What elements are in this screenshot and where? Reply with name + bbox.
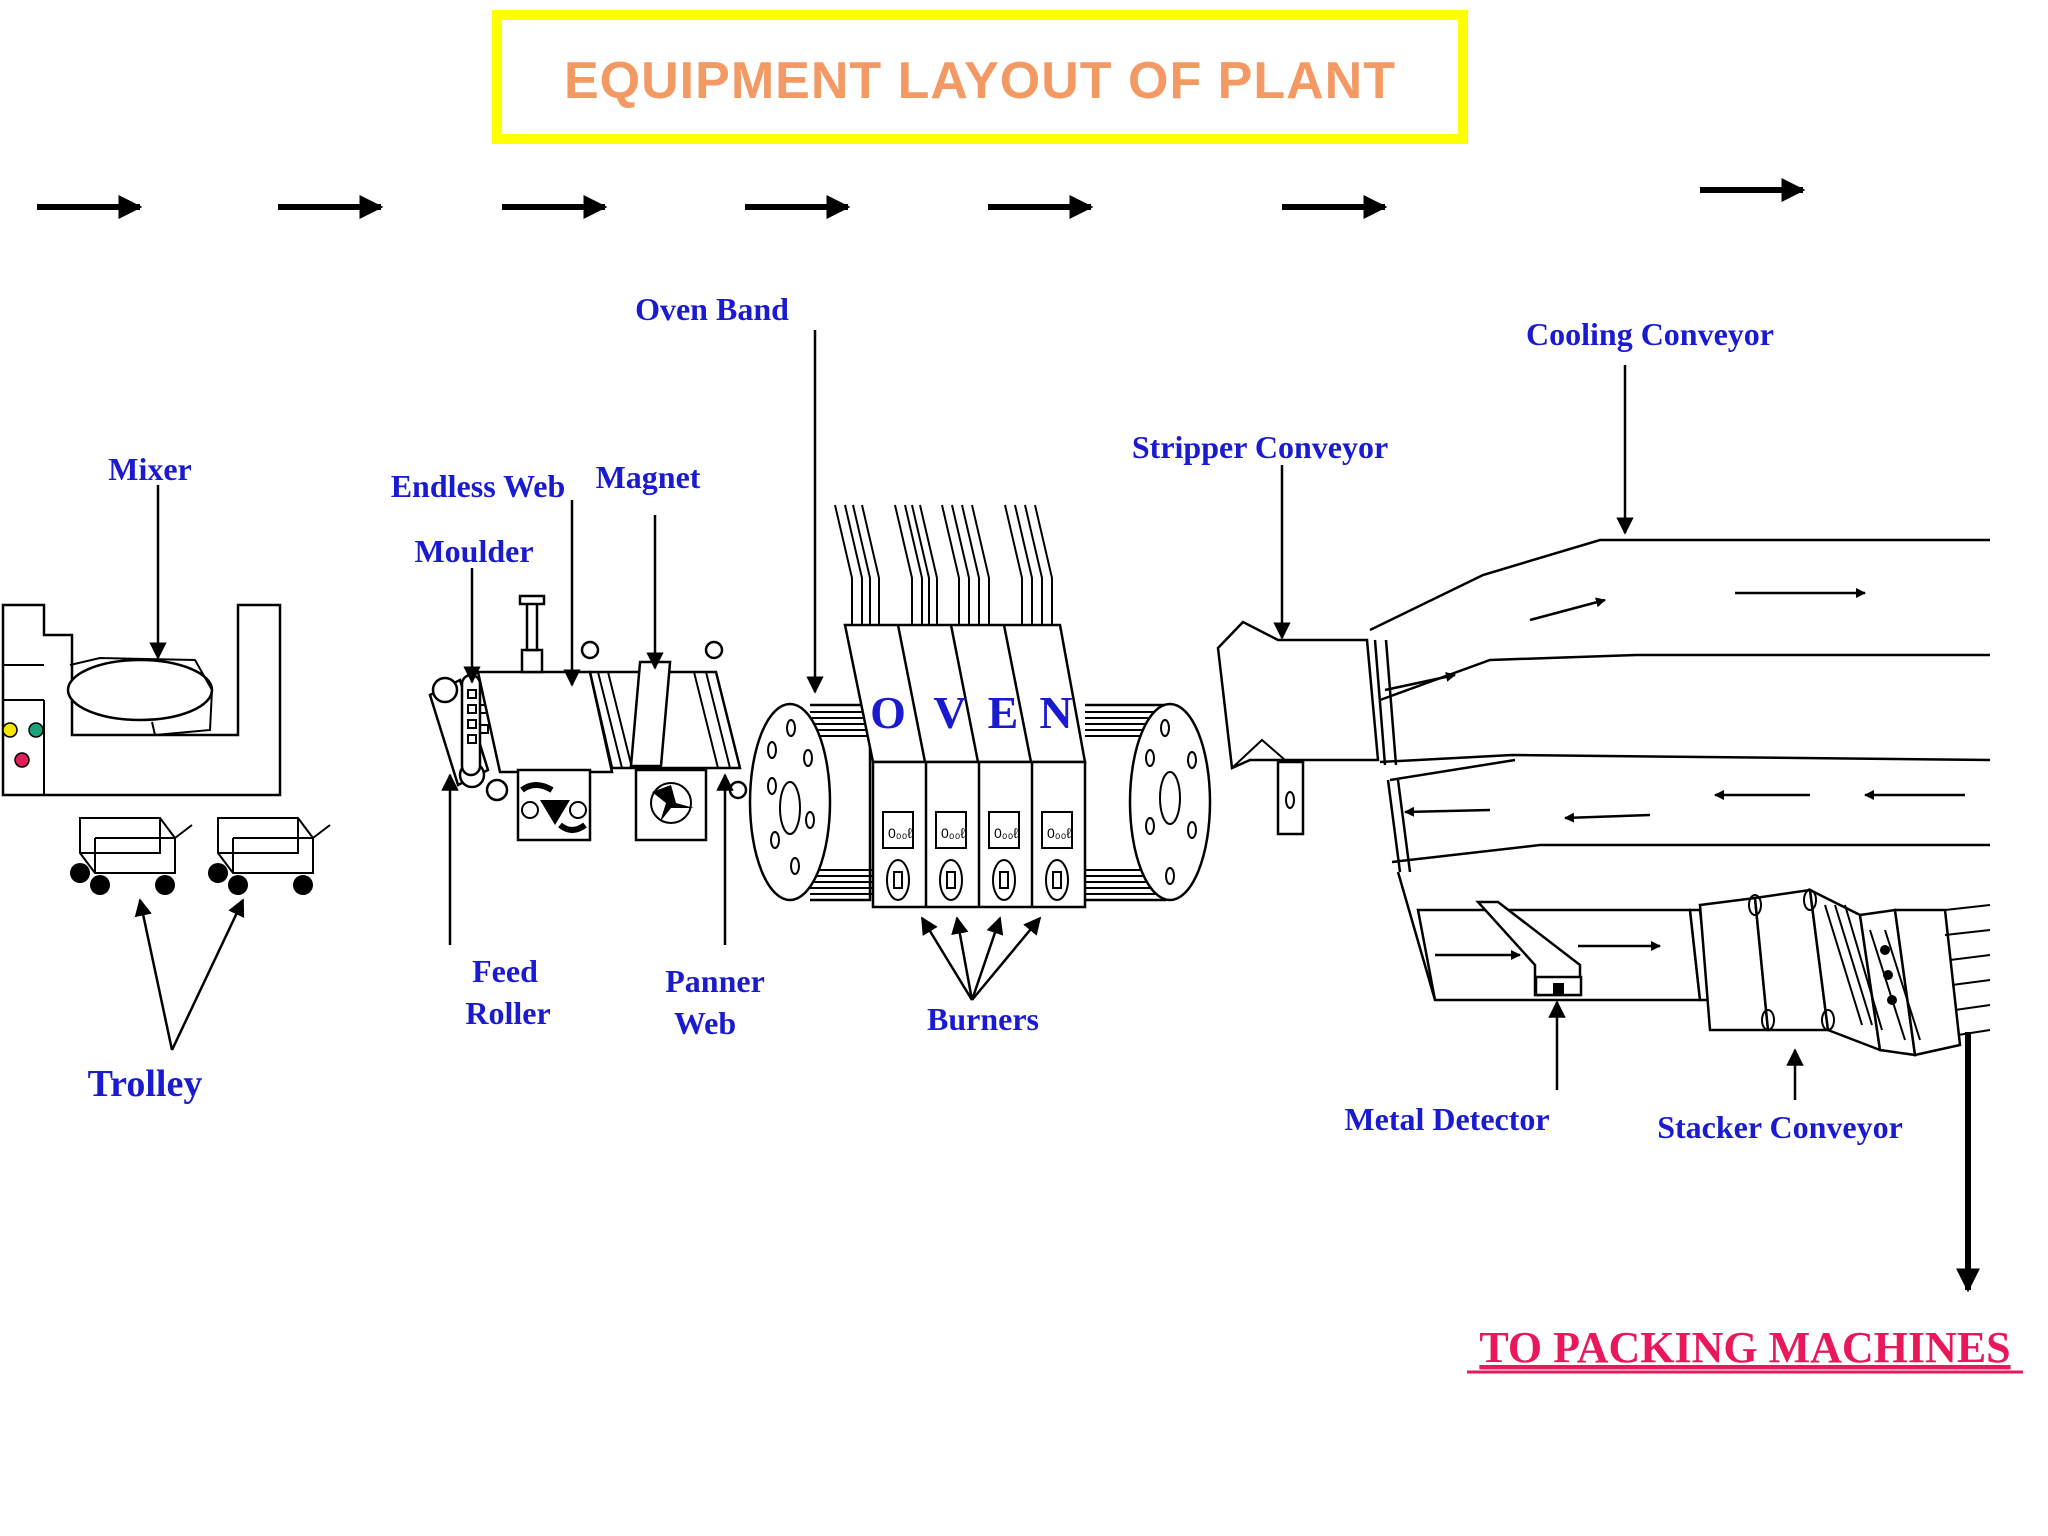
trolley-left (70, 817, 193, 895)
mixer-machine (1, 603, 282, 797)
oven-exhaust-pipes (834, 504, 1053, 625)
indicator-light-yellow (2, 722, 18, 738)
label-oven-band: Oven Band (635, 291, 789, 327)
label-endless-web: Endless Web (391, 468, 566, 504)
metal-detector (1396, 871, 1702, 1002)
label-roller: Roller (465, 995, 550, 1031)
label-stacker-conveyor: Stacker Conveyor (1657, 1109, 1903, 1145)
label-cooling-conveyor: Cooling Conveyor (1526, 316, 1774, 352)
label-to-packing-machines: TO PACKING MACHINES (1479, 1323, 2010, 1372)
moulder-machine (428, 594, 748, 842)
label-panner: Panner (665, 963, 765, 999)
burner-panels: 0₀₀ℓ 0₀₀ℓ 0₀₀ℓ 0₀₀ℓ (882, 811, 1073, 901)
oven-letter-e: E (988, 687, 1019, 738)
stripper-conveyor (1216, 620, 1380, 836)
page-title: EQUIPMENT LAYOUT OF PLANT (564, 52, 1396, 110)
oven-letter-o: O (870, 687, 906, 738)
label-web: Web (674, 1005, 736, 1041)
label-trolley: Trolley (88, 1063, 203, 1105)
label-mixer: Mixer (108, 451, 192, 487)
trolley-right (208, 817, 331, 895)
indicator-light-green (28, 722, 44, 738)
svg-text:0₀₀ℓ: 0₀₀ℓ (941, 825, 965, 841)
title-box: EQUIPMENT LAYOUT OF PLANT (492, 10, 1468, 144)
label-feed: Feed (472, 953, 538, 989)
oven-machine: 0₀₀ℓ 0₀₀ℓ 0₀₀ℓ 0₀₀ℓ O V E N (748, 504, 1212, 909)
label-moulder: Moulder (414, 533, 533, 569)
svg-text:0₀₀ℓ: 0₀₀ℓ (994, 825, 1018, 841)
cooling-conveyor (1369, 538, 1991, 873)
svg-text:0₀₀ℓ: 0₀₀ℓ (1047, 825, 1071, 841)
label-metal-detector: Metal Detector (1344, 1101, 1549, 1137)
svg-text:0₀₀ℓ: 0₀₀ℓ (888, 825, 912, 841)
oven-letter-n: N (1039, 687, 1072, 738)
label-burners: Burners (927, 1001, 1039, 1037)
stacker-conveyor (1688, 887, 1991, 1057)
process-flow-arrows (37, 178, 1806, 219)
label-stripper-conveyor: Stripper Conveyor (1132, 429, 1388, 465)
burners-pointer-arrows (920, 916, 1042, 1001)
label-magnet: Magnet (596, 459, 701, 495)
indicator-light-red (14, 752, 30, 768)
oven-letter-v: V (933, 687, 966, 738)
trolley-pointer-arrow (134, 898, 174, 1051)
trolley-pointer-arrow (170, 898, 245, 1051)
